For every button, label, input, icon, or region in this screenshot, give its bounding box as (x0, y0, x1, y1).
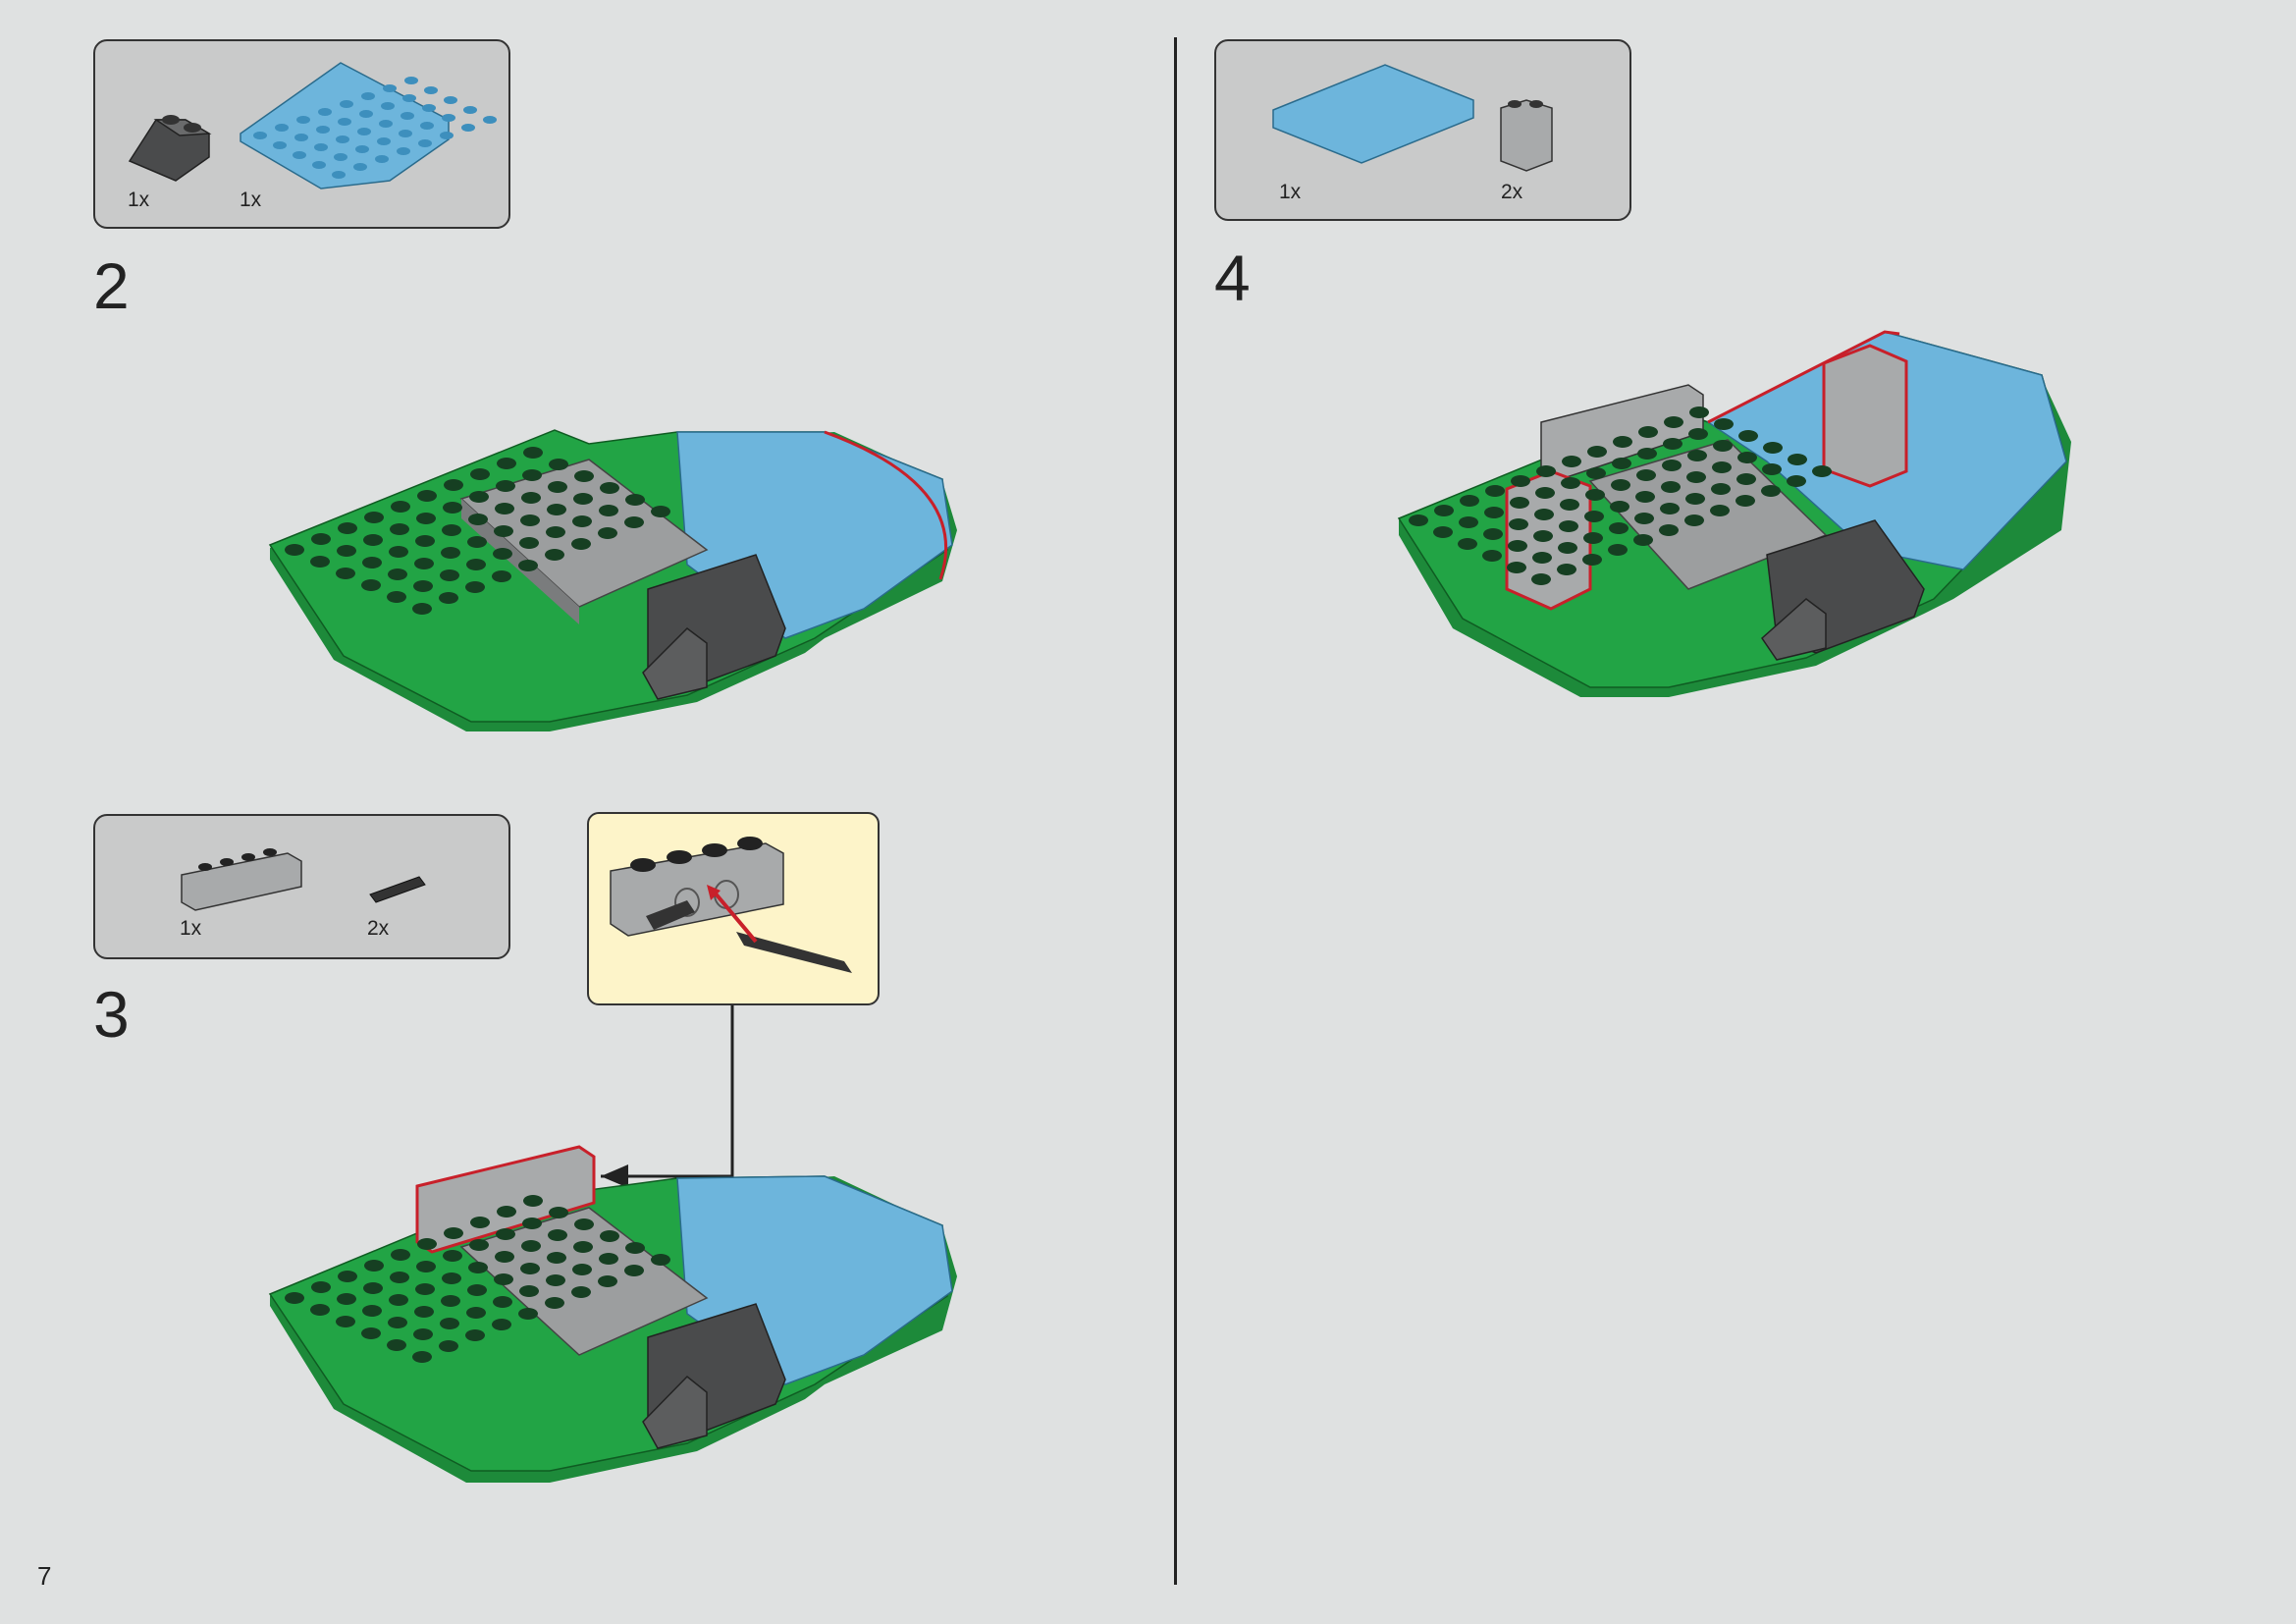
step-number: 4 (1214, 242, 1251, 314)
step-3-parts-illustration (181, 848, 426, 911)
step-2-parts-box: 1x 1x (93, 39, 510, 229)
part-qty: 2x (1501, 181, 1523, 203)
black-technic-pin-icon (369, 876, 426, 903)
part-qty: 1x (128, 189, 150, 211)
step-4-parts-box: 1x 2x (1214, 39, 1631, 221)
step-3-parts-box: 1x 2x (93, 814, 510, 959)
gray-brick-icon (1500, 99, 1553, 172)
part-qty: 1x (180, 917, 202, 940)
part-qty: 1x (1279, 181, 1302, 203)
part-qty: 2x (367, 917, 390, 940)
gray-technic-brick-icon (181, 848, 302, 911)
step-2-parts-illustration (128, 62, 497, 189)
blue-round-corner-plate-icon (240, 62, 497, 189)
page-number: 7 (37, 1561, 52, 1591)
blue-plate-icon (1272, 64, 1474, 164)
dark-gray-slope-icon (128, 115, 212, 182)
step-4-parts-illustration (1272, 64, 1553, 172)
step-number: 2 (93, 249, 130, 322)
assembly-callout (587, 812, 880, 1005)
page-divider (1174, 37, 1177, 1585)
callout-illustration (610, 837, 852, 973)
part-qty: 1x (240, 189, 262, 211)
step-number: 3 (93, 978, 130, 1051)
